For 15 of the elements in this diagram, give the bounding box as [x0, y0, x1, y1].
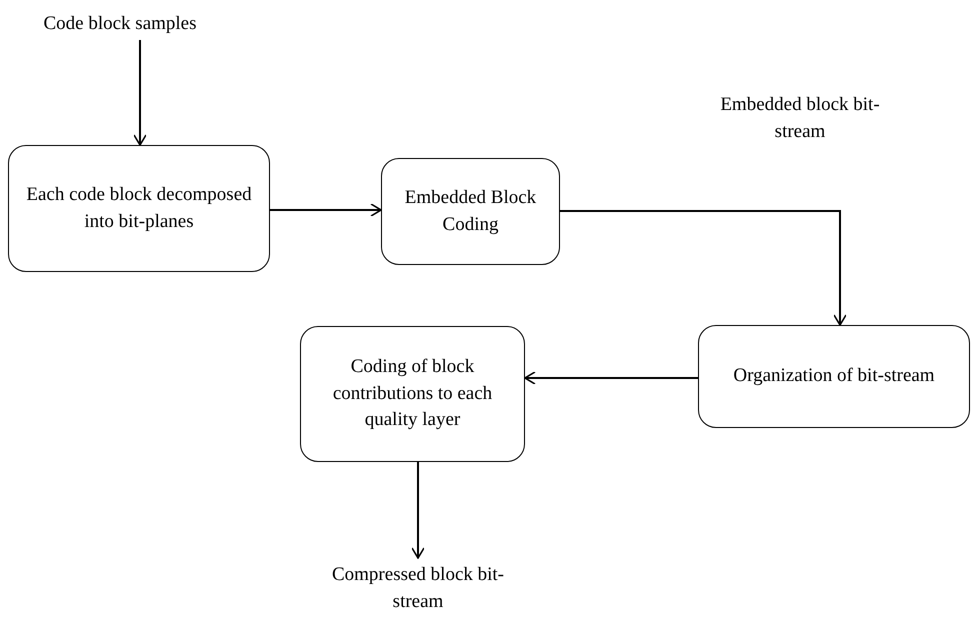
process-box [8, 145, 270, 272]
process-box [698, 325, 970, 428]
arrow [411, 462, 425, 559]
arrow [133, 40, 147, 146]
box-label: Each code block decomposed into bit-planes [25, 182, 253, 234]
process-box [300, 326, 525, 462]
box-label: Coding of block contributions to each quality layer [332, 355, 494, 432]
flow-text: Code block samples [43, 12, 197, 36]
flow-text: Compressed block bit-stream [330, 563, 506, 614]
box-label: Embedded Block Coding [404, 186, 538, 236]
arrow [560, 210, 847, 326]
process-box [381, 158, 560, 265]
box-label: Organization of bit-stream [733, 364, 935, 388]
arrow [270, 203, 382, 217]
arrow [524, 371, 698, 385]
